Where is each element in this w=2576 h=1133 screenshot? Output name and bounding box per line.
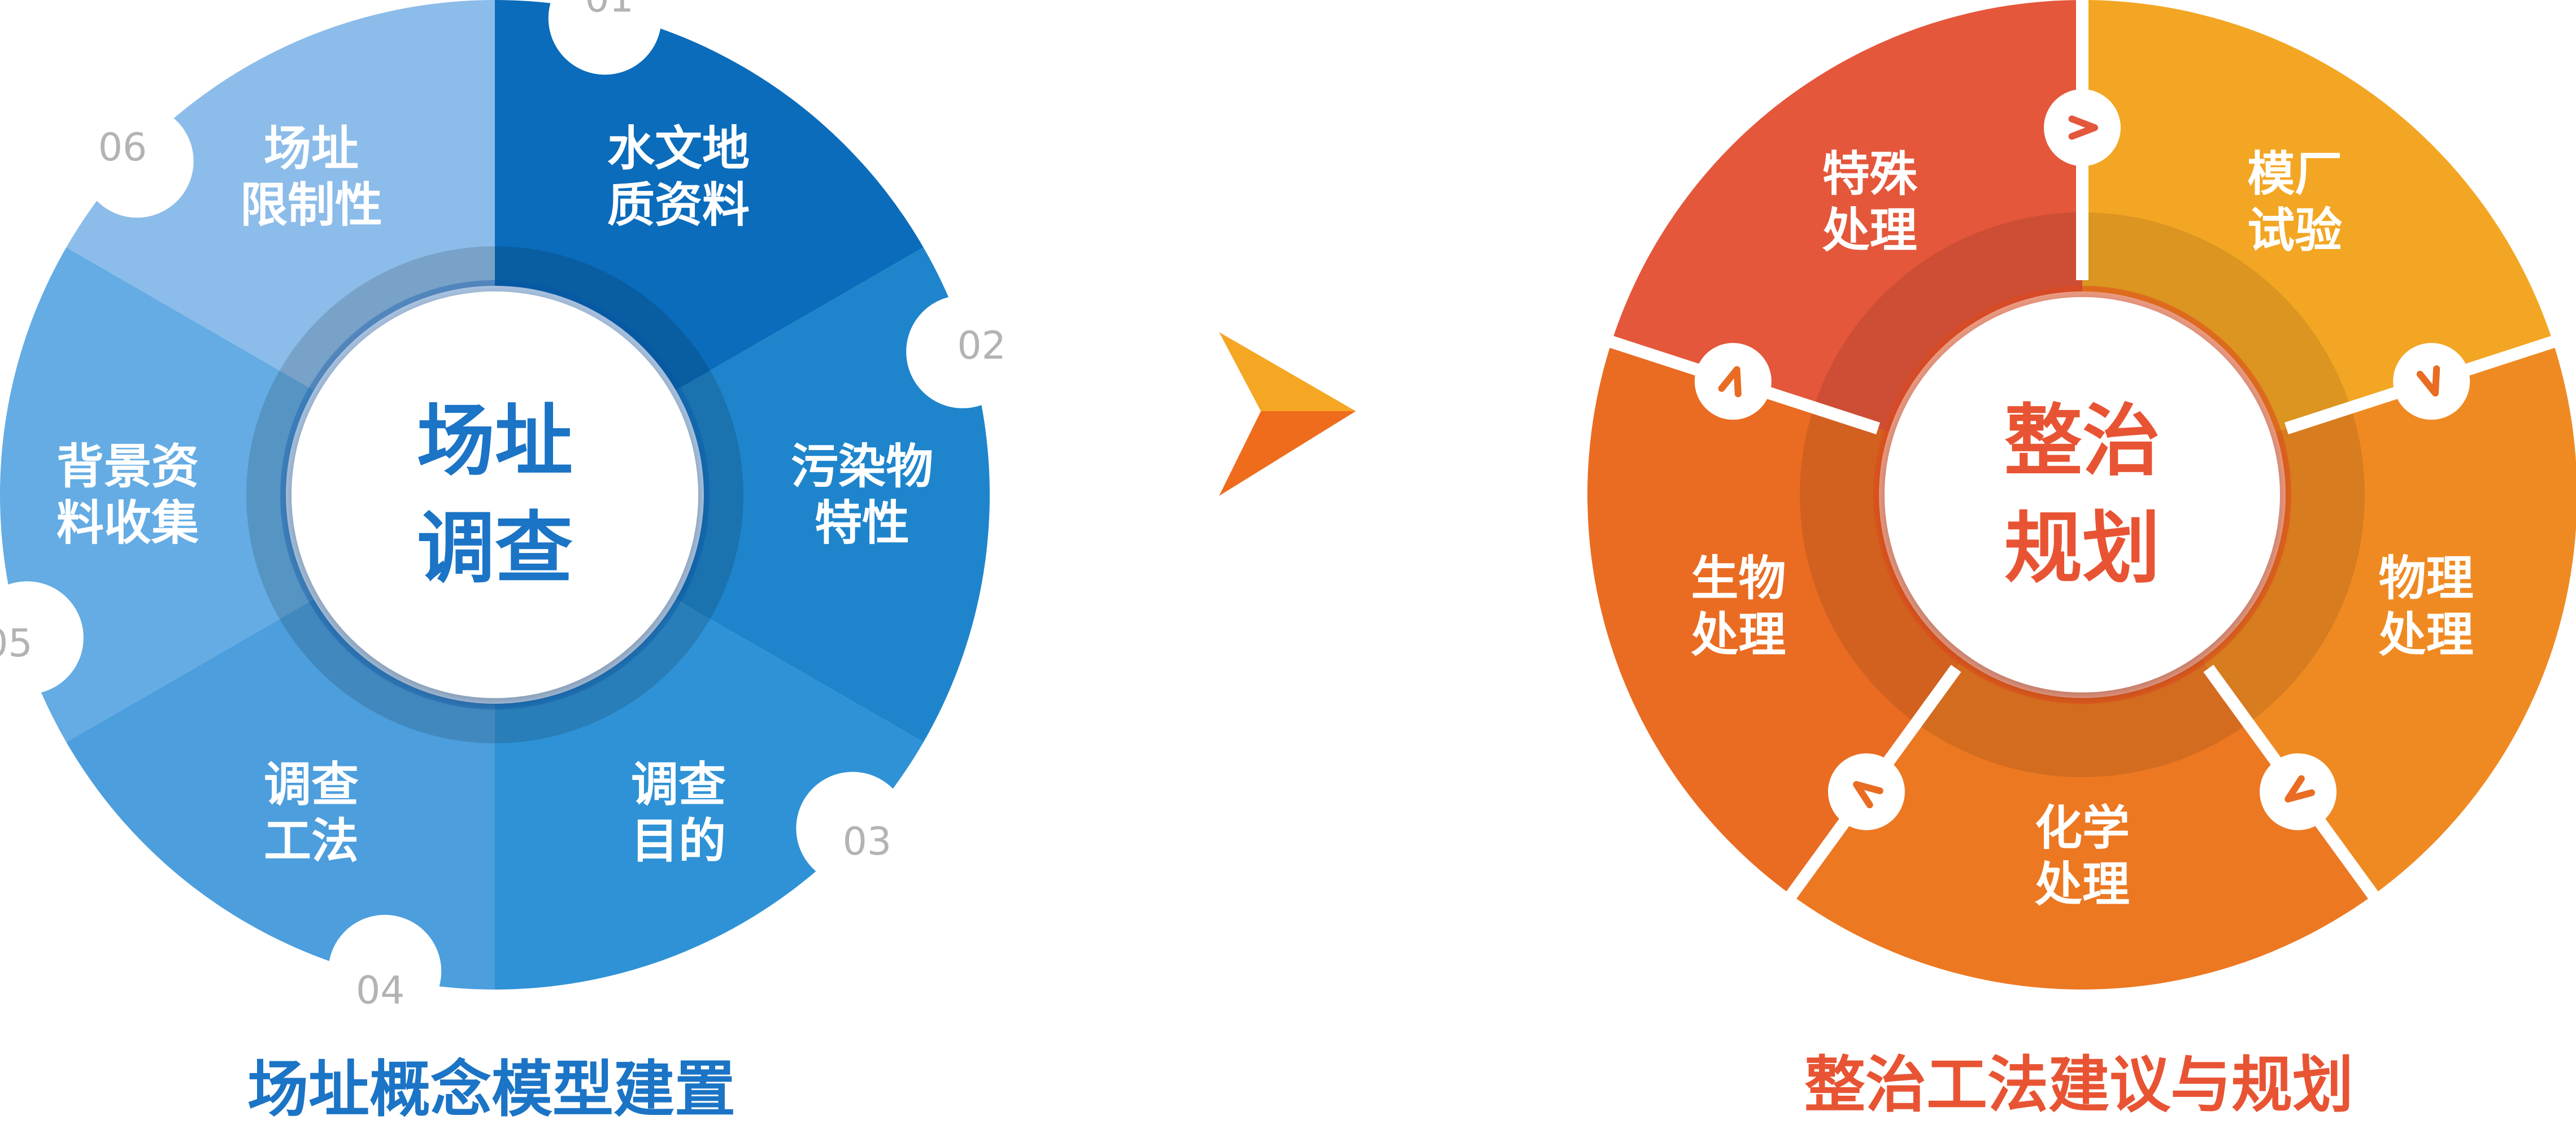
investigation-segment-label-line-1: 背景资 [56, 439, 199, 494]
chevron-glyph [1718, 366, 1742, 398]
arrow-bottom-half [1219, 411, 1356, 496]
segment-inner-band [676, 371, 743, 619]
number-notch [328, 914, 442, 1028]
right-diagram-caption: 整治工法建议与规划 [1804, 1050, 2353, 1121]
chevron-right-icon [2393, 343, 2470, 420]
remediation-segment-label-line-2: 处理 [1822, 203, 1917, 258]
remediation-segment-label-line-2: 试验 [2247, 203, 2342, 258]
remediation-segment-label-line-1: 模厂 [2247, 146, 2342, 202]
remediation-segment-label-line-2: 处理 [2379, 607, 2474, 663]
segment-inner-band [2082, 212, 2351, 432]
segment-number-label: 02 [957, 324, 1006, 368]
segment-wedge [2082, 0, 2553, 429]
chevron-right-icon [2044, 89, 2121, 166]
chevron-right-arrow-icon [1219, 332, 1356, 496]
chevron-right-icon [1827, 753, 1905, 830]
investigation-segment-label-line-2: 质资料 [607, 177, 750, 233]
segment-number-label: 04 [356, 968, 405, 1013]
left-center-title-line-1: 场址 [417, 396, 573, 487]
number-notch [80, 104, 194, 218]
segment-number-label: 05 [0, 621, 33, 666]
segment-inner-band [495, 246, 711, 390]
chevron-right-icon [2260, 753, 2337, 830]
remediation-segment-label-line-1: 特殊 [1822, 146, 1918, 202]
segment-wedge [1791, 668, 2373, 990]
right-center-title-line-1: 整治 [2004, 396, 2160, 487]
center-circle [1885, 297, 2280, 692]
chevron-glyph [2285, 775, 2316, 803]
segment-number-label: 06 [98, 125, 147, 170]
segment-number-label: 01 [585, 0, 634, 21]
remediation-segment-label-line-2: 处理 [1691, 607, 1786, 663]
number-notch [548, 0, 662, 75]
number-notch [0, 581, 84, 695]
segment-number-label: 03 [843, 820, 892, 864]
arrow-top-half [1219, 332, 1356, 411]
investigation-segment-label-line-2: 限制性 [240, 177, 382, 233]
segment-inner-band [246, 371, 314, 619]
chevron-badge [2044, 89, 2121, 166]
site-investigation-wheel: 水文地质资料污染物特性调查目的调查工法背景资料收集场址限制性0102030405… [0, 0, 1020, 1028]
chevron-badge [1694, 343, 1772, 420]
remediation-segment-label-line-1: 化学 [2035, 800, 2130, 856]
investigation-segment-label-line-1: 水文地 [607, 121, 750, 176]
investigation-segment-label-line-1: 调查 [631, 757, 726, 812]
segment-inner-band [279, 246, 495, 390]
chevron-glyph [2416, 365, 2440, 397]
investigation-segment-label-line-1: 污染物 [791, 439, 933, 494]
center-circle [291, 291, 698, 698]
investigation-segment-label-line-1: 场址 [264, 121, 359, 176]
investigation-segment-label-line-2: 目的 [631, 813, 726, 869]
investigation-segment-label-line-2: 特性 [815, 495, 910, 551]
segment-inner-band [495, 599, 711, 743]
left-diagram-caption: 场址概念模型建置 [247, 1054, 736, 1125]
segment-inner-band [1799, 407, 1963, 724]
remediation-segment-label-line-2: 处理 [2035, 857, 2130, 912]
left-center-title-line-2: 调查 [417, 503, 573, 594]
chevron-glyph [2068, 115, 2098, 140]
remediation-segment-label-line-1: 物理 [2379, 551, 2474, 606]
chevron-badge [2260, 753, 2337, 830]
segment-inner-band [1916, 659, 2248, 778]
investigation-segment-label-line-2: 工法 [264, 813, 359, 869]
segment-inner-band [1813, 212, 2082, 432]
number-notch [906, 295, 1020, 408]
chevron-glyph [1853, 781, 1883, 809]
remediation-segment-label-line-1: 生物 [1691, 551, 1786, 606]
segment-inner-band [279, 599, 495, 743]
investigation-segment-label-line-1: 调查 [264, 757, 359, 812]
chevron-badge [1827, 753, 1905, 830]
chevron-right-icon [1694, 343, 1772, 420]
investigation-segment-label-line-2: 料收集 [56, 495, 199, 551]
number-notch [796, 772, 910, 885]
segment-wedge [1611, 0, 2082, 429]
chevron-badge [2393, 343, 2470, 420]
segment-inner-band [2201, 407, 2365, 724]
right-center-title-line-2: 规划 [2004, 503, 2160, 594]
